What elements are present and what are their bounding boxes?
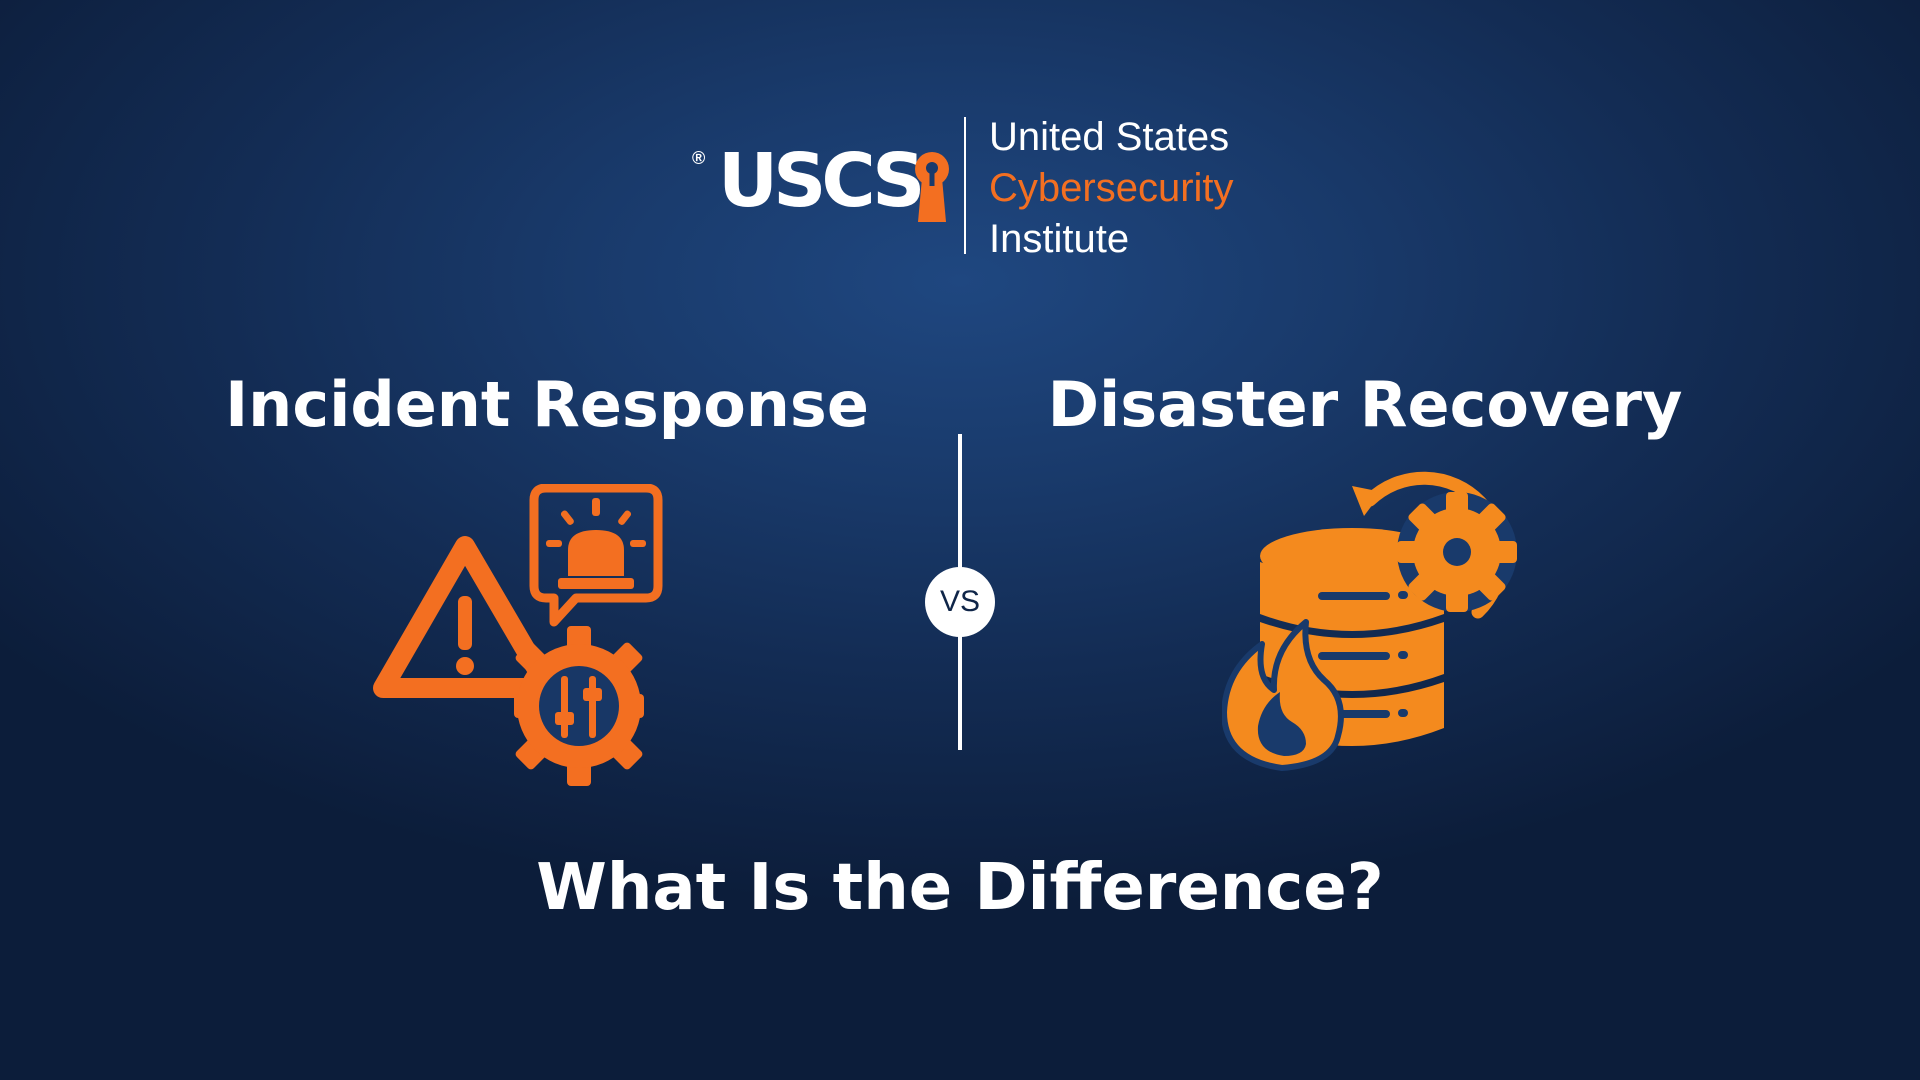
logo-divider — [964, 117, 966, 254]
vs-badge: VS — [925, 567, 995, 637]
gear-icon — [1397, 492, 1517, 612]
gear-sliders-icon — [514, 626, 644, 786]
logo-text: United States Cybersecurity Institute — [989, 112, 1234, 265]
logo: ® USCS United States Cybersecurity Insti… — [692, 112, 1234, 265]
logo-line-cybersecurity: Cybersecurity — [989, 166, 1234, 210]
disaster-recovery-title: Disaster Recovery — [1047, 368, 1683, 441]
incident-response-title: Incident Response — [225, 368, 869, 441]
difference-question: What Is the Difference? — [536, 851, 1384, 925]
registered-mark: ® — [692, 148, 706, 168]
keyhole-icon — [915, 152, 949, 222]
database-fire-recovery-icon — [1222, 471, 1517, 771]
logo-line-united-states: United States — [989, 115, 1230, 159]
incident-alert-gear-icon — [373, 484, 663, 786]
speech-bubble-icon — [529, 484, 663, 627]
warning-triangle-icon — [373, 536, 558, 698]
fire-icon — [1222, 619, 1344, 771]
logo-wordmark: USCS — [718, 138, 925, 224]
logo-line-institute: Institute — [989, 217, 1130, 261]
alarm-light-icon — [546, 498, 646, 589]
